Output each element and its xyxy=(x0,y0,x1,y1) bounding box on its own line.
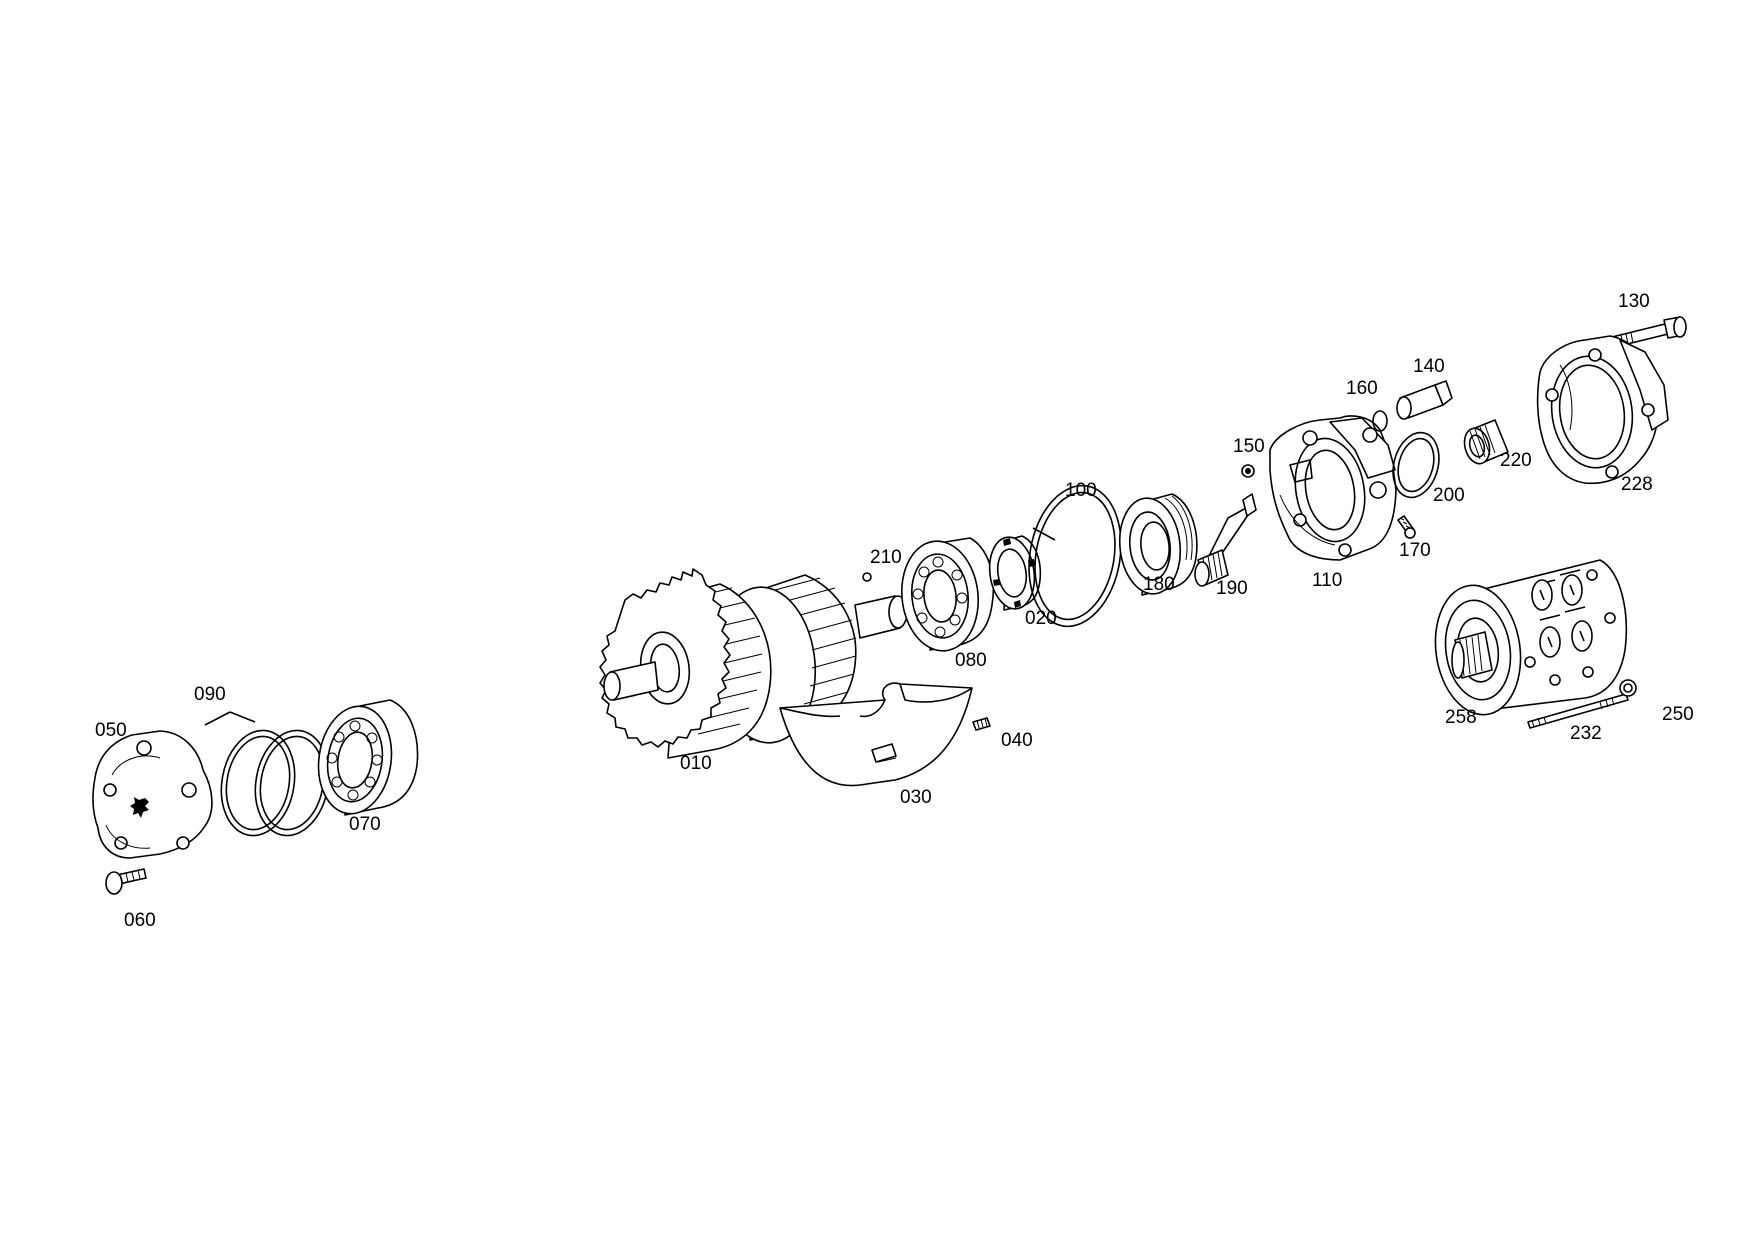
label-040: 040 xyxy=(1001,730,1033,751)
label-100: 100 xyxy=(1065,480,1097,501)
part-030-guard-shell xyxy=(779,682,973,787)
part-190-pinion-shaft xyxy=(1194,493,1257,587)
label-070: 070 xyxy=(349,814,381,835)
part-090-snap-rings xyxy=(204,711,330,837)
part-258-hydraulic-motor xyxy=(1434,559,1628,716)
label-030: 030 xyxy=(900,787,932,808)
part-110-housing xyxy=(1269,415,1397,561)
part-070-ball-bearing xyxy=(317,699,419,816)
part-100-o-ring xyxy=(1028,484,1122,628)
part-220-needle-bearing xyxy=(1463,419,1509,465)
part-050-cover-plate xyxy=(92,730,213,859)
label-010: 010 xyxy=(680,753,712,774)
label-160: 160 xyxy=(1346,378,1378,399)
part-150-nut xyxy=(1241,464,1255,478)
label-228: 228 xyxy=(1621,474,1653,495)
label-170: 170 xyxy=(1399,540,1431,561)
label-080: 080 xyxy=(955,650,987,671)
part-200-retaining-ring xyxy=(1392,431,1440,499)
part-210-ball xyxy=(862,572,872,582)
label-150: 150 xyxy=(1233,436,1265,457)
part-250-nut xyxy=(1619,679,1637,697)
part-010-gear-shaft xyxy=(599,568,908,759)
label-220: 220 xyxy=(1500,450,1532,471)
label-110: 110 xyxy=(1312,570,1342,591)
label-190: 190 xyxy=(1216,578,1248,599)
label-050: 050 xyxy=(95,720,127,741)
part-170-screw xyxy=(1397,515,1416,539)
part-040-set-screw xyxy=(972,717,991,731)
part-180-shaft-seal xyxy=(1118,493,1198,596)
label-060: 060 xyxy=(124,910,156,931)
part-228-end-housing xyxy=(1536,335,1669,485)
part-160-o-ring xyxy=(1372,410,1388,432)
part-060-bolt xyxy=(105,868,147,895)
label-210: 210 xyxy=(870,547,902,568)
label-090: 090 xyxy=(194,684,226,705)
label-140: 140 xyxy=(1413,356,1445,377)
label-232: 232 xyxy=(1570,723,1602,744)
part-080-ball-bearing xyxy=(900,537,995,652)
label-130: 130 xyxy=(1618,291,1650,312)
label-180: 180 xyxy=(1143,574,1175,595)
part-140-pin xyxy=(1396,380,1453,420)
label-258: 258 xyxy=(1445,707,1477,728)
label-200: 200 xyxy=(1433,485,1465,506)
part-232-stud xyxy=(1527,693,1629,729)
label-020: 020 xyxy=(1025,608,1057,629)
label-250: 250 xyxy=(1662,704,1694,725)
